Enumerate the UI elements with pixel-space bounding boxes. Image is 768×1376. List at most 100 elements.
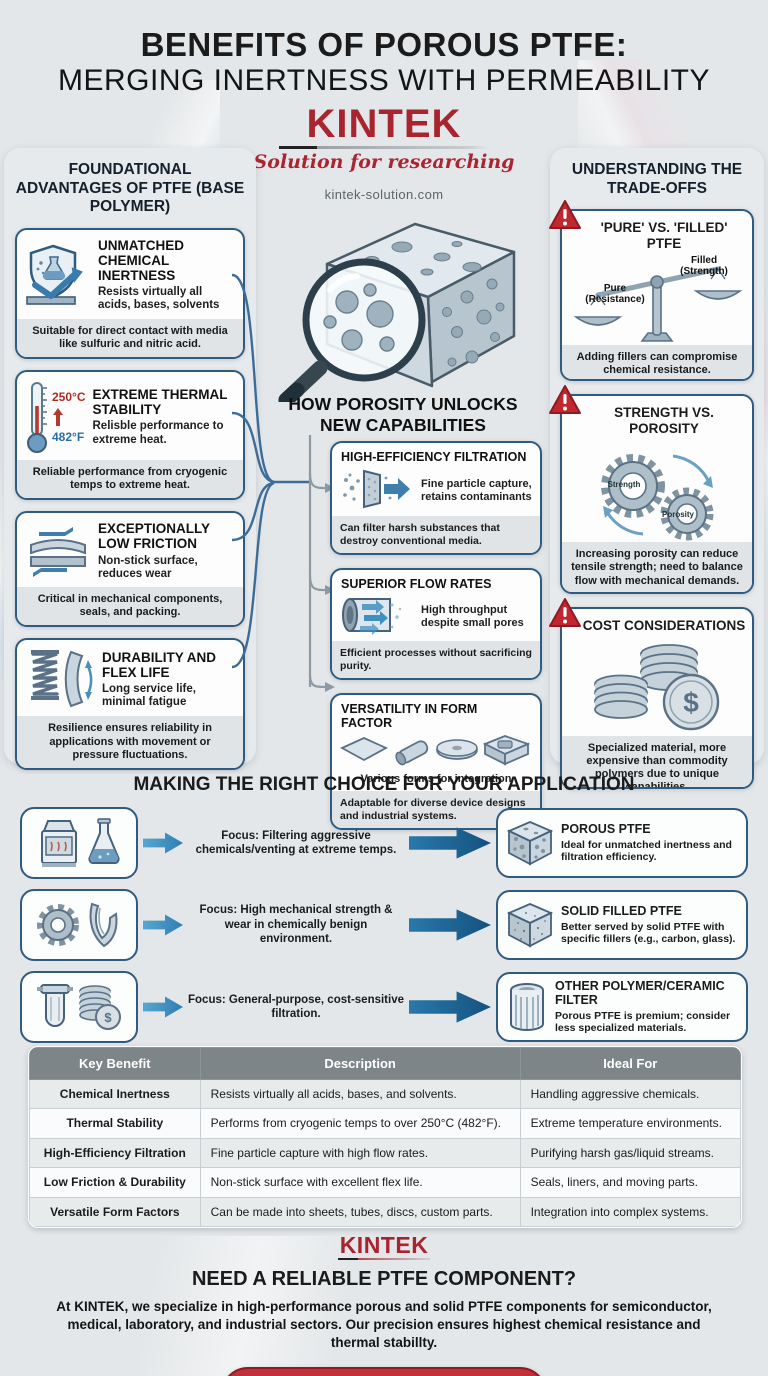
cell-description: Performs from cryogenic temps to over 25… <box>199 1108 521 1139</box>
page-subtitle: MERGING INERTNESS WITH PERMEABILITY <box>57 64 711 97</box>
svg-text:$: $ <box>683 687 699 718</box>
card-title: EXTREME THERMAL STABILITY <box>92 387 228 418</box>
table-row: Versatile Form Factors Can be made into … <box>29 1196 741 1227</box>
card-form-factor: VERSATILITY IN FORM FACTOR Various forms… <box>330 693 542 831</box>
result-card-solid-ptfe: SOLID FILLED PTFE Better served by solid… <box>496 890 748 960</box>
table-row: High-Efficiency Filtration Fine particle… <box>29 1137 741 1169</box>
footer: KINTEK NEED A RELIABLE PTFE COMPONENT? A… <box>0 1234 768 1376</box>
benefits-table: Key Benefit Description Ideal For Chemic… <box>28 1046 742 1228</box>
page-title: BENEFITS OF POROUS PTFE: <box>140 26 628 63</box>
card-thermal-stability: 250°C 482°F EXTREME THERMAL STABILITY Re… <box>15 369 245 501</box>
result-desc: Ideal for unmatched inertness and filtra… <box>561 838 732 863</box>
coins-icon: $ <box>562 636 752 736</box>
cell-description: Resists virtually all acids, bases, and … <box>199 1078 521 1110</box>
card-footnote: Adding fillers can compromise chemical r… <box>562 345 752 380</box>
brand-block: KINTEK Solution for researching kintek-s… <box>0 104 768 202</box>
card-subtitle: Long service life, minimal fatigue <box>102 682 196 708</box>
big-right-arrow-icon <box>409 909 491 941</box>
gear-left-label: Strength <box>607 480 641 490</box>
choice-rows: Focus: Filtering aggressive chemicals/ve… <box>0 802 768 1053</box>
cell-description: Non-stick surface with excellent flex li… <box>199 1167 521 1198</box>
result-title: OTHER POLYMER/CERAMIC FILTER <box>555 979 725 1007</box>
cell-benefit: Chemical Inertness <box>29 1078 201 1110</box>
footer-brand-underline <box>338 1258 430 1260</box>
card-subtitle: Resists virtually all acids, bases, solv… <box>98 286 220 312</box>
gear-right-label: Porosity <box>661 510 694 520</box>
cell-benefit: Versatile Form Factors <box>29 1196 201 1227</box>
card-title: SUPERIOR FLOW RATES <box>341 577 492 592</box>
card-footnote: Increasing porosity can reduce tensile s… <box>562 542 752 593</box>
temp-high-label: 250°C <box>52 389 86 404</box>
gears-icon: Strength Porosity <box>562 438 752 542</box>
card-title: HIGH-EFFICIENCY FILTRATION <box>341 450 527 464</box>
contact-experts-button[interactable]: CONTACT OUR EXPERTS TODAY to discuss cus… <box>220 1366 548 1376</box>
big-right-arrow-icon <box>409 991 491 1023</box>
cell-ideal: Handling aggressive chemicals. <box>519 1078 741 1110</box>
card-title: DURABILITY AND FLEX LIFE <box>102 649 216 680</box>
focus-text: Focus: Filtering aggressive chemicals/ve… <box>195 829 397 856</box>
balance-scale-icon: Pure (Resistance) Filled (Strength) <box>562 253 752 345</box>
card-title: VERSATILITY IN FORM FACTOR <box>341 702 478 731</box>
porous-ptfe-hero-icon <box>252 202 552 402</box>
focus-text: Focus: General-purpose, cost-sensitive f… <box>188 993 405 1020</box>
col-header-description: Description <box>199 1047 521 1080</box>
filter-coins-icon: $ <box>20 971 138 1043</box>
card-footnote: Efficient processes without sacrificing … <box>332 641 540 679</box>
card-subtitle: Various forms for integration <box>360 773 512 786</box>
card-subtitle: Non-stick surface, reduces wear <box>98 554 198 580</box>
scale-right-label: Filled (Strength) <box>680 255 728 278</box>
right-panel-title: UNDERSTANDING THE TRADE-OFFS <box>571 161 743 197</box>
table-header-row: Key Benefit Description Ideal For <box>29 1047 741 1080</box>
card-footnote: Specialized material, more expensive tha… <box>562 735 752 788</box>
brand-website-link[interactable]: kintek-solution.com <box>324 187 444 202</box>
col-header-key-benefit: Key Benefit <box>29 1047 201 1080</box>
card-filtration: HIGH-EFFICIENCY FILTRATION Fine particle… <box>330 441 542 556</box>
center-cards: HIGH-EFFICIENCY FILTRATION Fine particle… <box>330 441 542 843</box>
table-row: Low Friction & Durability Non-stick surf… <box>29 1167 741 1198</box>
choice-section-title: MAKING THE RIGHT CHOICE FOR YOUR APPLICA… <box>133 774 635 795</box>
filtration-icon <box>340 468 414 510</box>
card-cost: COST CONSIDERATIONS <box>549 598 754 790</box>
result-desc: Porous PTFE is premium; consider less sp… <box>555 1009 731 1034</box>
cell-benefit: Thermal Stability <box>29 1108 201 1139</box>
temp-low-label: 482°F <box>52 429 85 444</box>
brand-tagline: Solution for researching <box>253 151 515 173</box>
flow-icon <box>340 595 414 636</box>
shield-chemical-icon <box>25 243 91 307</box>
furnace-flask-icon <box>20 807 138 879</box>
card-footnote: Reliable performance from cryogenic temp… <box>17 459 243 499</box>
card-chemical-inertness: UNMATCHED CHEMICAL INERTNESS Resists vir… <box>15 227 245 359</box>
center-heading: HOW POROSITY UNLOCKS NEW CAPABILITIES <box>288 394 518 435</box>
choice-row-strength: Focus: High mechanical strength & wear i… <box>20 889 748 961</box>
cell-ideal: Seals, liners, and moving parts. <box>519 1167 741 1198</box>
result-title: SOLID FILLED PTFE <box>561 904 682 919</box>
connector-lines <box>232 235 342 721</box>
brand-underline <box>279 146 489 149</box>
spring-flex-icon <box>25 648 95 710</box>
card-subtitle: Fine particle capture, retains contamina… <box>421 477 532 503</box>
cell-ideal: Integration into complex systems. <box>519 1196 741 1227</box>
card-strength-vs-porosity: STRENGTH VS. POROSITY Strengt <box>549 385 754 595</box>
porous-cube-icon <box>506 819 554 867</box>
card-footnote: Critical in mechanical components, seals… <box>17 586 243 626</box>
col-header-ideal-for: Ideal For <box>519 1047 741 1080</box>
card-title: UNMATCHED CHEMICAL INERTNESS <box>98 237 184 283</box>
solid-cube-icon <box>506 901 554 949</box>
right-arrow-icon <box>143 996 183 1018</box>
footer-headline: NEED A RELIABLE PTFE COMPONENT? <box>191 1268 577 1290</box>
cell-ideal: Extreme temperature environments. <box>519 1108 741 1139</box>
big-right-arrow-icon <box>409 827 491 859</box>
card-durability-flex: DURABILITY AND FLEX LIFE Long service li… <box>15 638 245 770</box>
footer-body: At KINTEK, we specialize in high-perform… <box>56 1299 712 1351</box>
focus-text: Focus: High mechanical strength & wear i… <box>199 904 393 946</box>
right-arrow-icon <box>143 914 183 936</box>
warning-icon <box>548 199 582 230</box>
card-subtitle: High throughput despite small pores <box>421 604 524 629</box>
card-flow-rates: SUPERIOR FLOW RATES High throughput desp… <box>330 568 542 681</box>
svg-text:$: $ <box>104 1010 112 1025</box>
card-pure-vs-filled: 'PURE' VS. 'FILLED' PTFE Pure (Resistanc… <box>549 200 754 382</box>
result-card-porous-ptfe: POROUS PTFE Ideal for unmatched inertnes… <box>496 808 748 878</box>
card-title: 'PURE' VS. 'FILLED' PTFE <box>600 220 728 251</box>
scale-left-label: Pure (Resistance) <box>585 283 645 306</box>
